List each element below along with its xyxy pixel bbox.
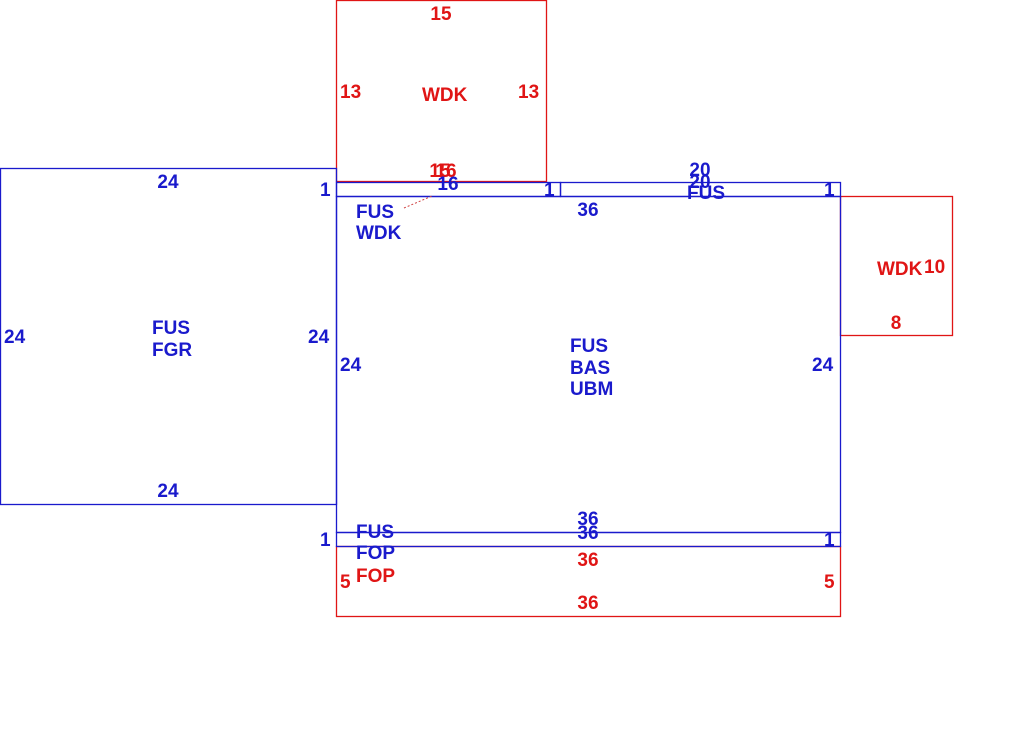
top-strip-left-right-dimension: 1 (544, 180, 555, 201)
top-strip-left-label-line2: WDK (356, 223, 402, 244)
right-deck: WDK 10 8 (877, 257, 945, 334)
top-deck-bottom-dimension-b: 16 (435, 161, 456, 182)
porch-bottom-dimension: 36 (577, 593, 598, 614)
top-strip-left-left-dimension: 1 (320, 180, 331, 201)
top-deck: 15 13 13 WDK 15 16 (340, 4, 539, 182)
label-leader-line (403, 195, 433, 209)
top-strip-right: 20 20 FUS 1 (687, 160, 835, 204)
garage-top-dimension: 24 (157, 172, 179, 193)
right-deck-label: WDK (877, 259, 923, 280)
right-deck-right-dimension: 10 (924, 257, 945, 278)
top-strip-right-outline (559, 181, 842, 198)
top-strip-right-top-dimension-a: 20 (689, 160, 710, 181)
top-strip-left: 16 1 1 FUS WDK (320, 174, 555, 244)
top-deck-top-dimension: 15 (430, 4, 452, 25)
garage-label-line2: FGR (152, 340, 192, 361)
porch-top-dimension: 36 (577, 550, 598, 571)
bottom-strip-left-dimension: 1 (320, 530, 331, 551)
living-outlines (0, 167, 842, 548)
top-strip-left-label-line1: FUS (356, 202, 394, 223)
main-area: 36 24 24 FUS BAS UBM 36 (340, 200, 834, 530)
top-deck-outline (335, 0, 548, 183)
top-deck-right-dimension: 13 (518, 82, 539, 103)
main-area-right-dimension: 24 (812, 355, 834, 376)
main-area-top-dimension: 36 (577, 200, 598, 221)
garage-bottom-dimension: 24 (157, 481, 179, 502)
garage-left-dimension: 24 (4, 327, 26, 348)
porch-left-dimension: 5 (340, 572, 351, 593)
main-area-label-line3: UBM (570, 379, 613, 400)
top-deck-bottom-dimension-a: 15 (429, 161, 451, 182)
bottom-strip-right-dimension: 1 (824, 530, 835, 551)
top-strip-right-label: FUS (687, 183, 725, 204)
bottom-strip-top-dimension: 36 (577, 523, 598, 544)
top-strip-right-top-dimension-b: 20 (689, 172, 710, 193)
main-area-bottom-dimension: 36 (577, 509, 598, 530)
main-area-label-line1: FUS (570, 336, 608, 357)
garage-right-dimension: 24 (308, 327, 330, 348)
top-strip-right-right-dimension: 1 (824, 180, 835, 201)
top-deck-label: WDK (422, 85, 468, 106)
bottom-strip: 36 1 1 FUS FOP (320, 522, 835, 564)
porch-right-dimension: 5 (824, 572, 835, 593)
main-area-label-line2: BAS (570, 358, 610, 379)
porch-area: 36 FOP 5 5 36 (340, 550, 835, 614)
porch-label: FOP (356, 566, 395, 587)
top-deck-left-dimension: 13 (340, 82, 361, 103)
garage-label-line1: FUS (152, 318, 190, 339)
bottom-strip-outline (335, 531, 842, 548)
bottom-strip-label-line2: FOP (356, 543, 395, 564)
main-area-left-dimension: 24 (340, 355, 362, 376)
garage-area: 24 24 24 FUS FGR 24 (4, 172, 330, 502)
top-strip-left-top-dimension: 16 (437, 174, 458, 195)
bottom-strip-label-line1: FUS (356, 522, 394, 543)
right-deck-bottom-dimension: 8 (891, 313, 902, 334)
